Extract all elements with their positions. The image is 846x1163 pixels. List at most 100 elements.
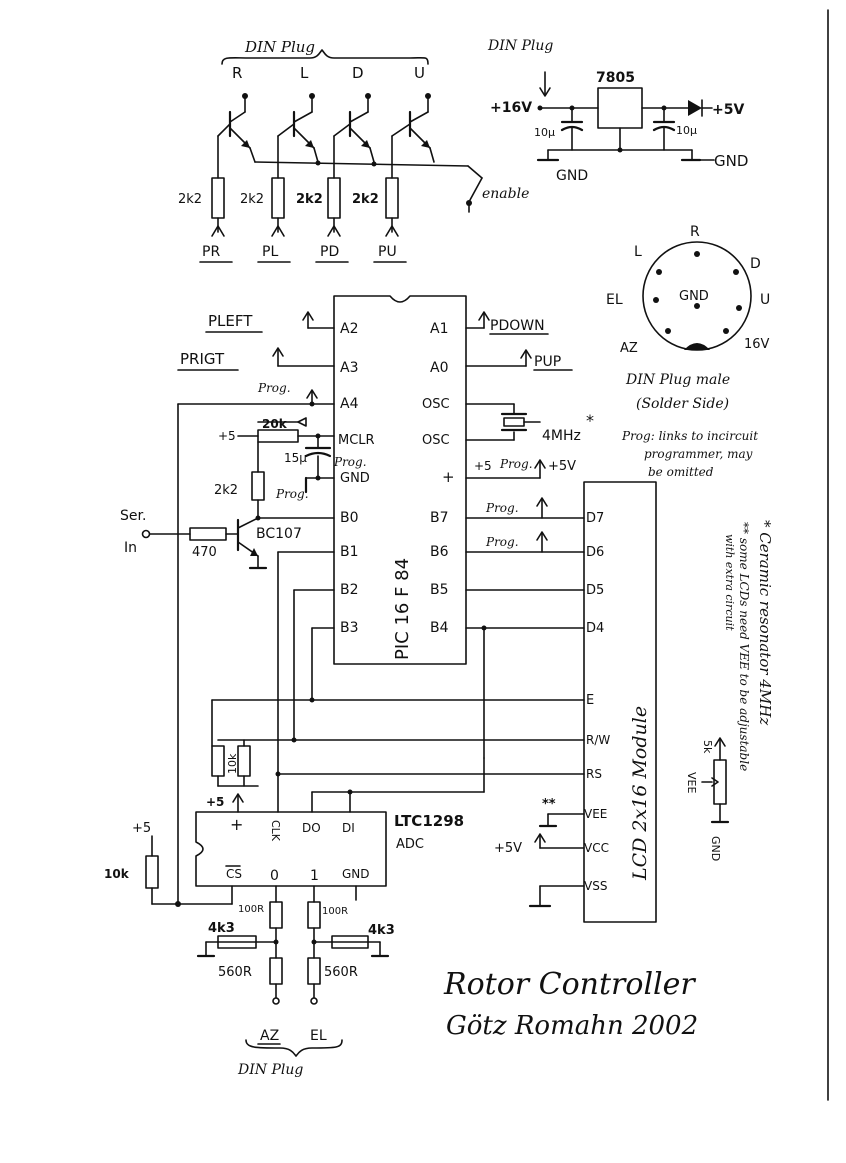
b7-prog-label: Prog. [485, 501, 519, 515]
din-label-16v: 16V [744, 337, 770, 352]
serial-input: Ser. In 470 BC107 [120, 508, 302, 570]
prog-label-pl: PL [262, 244, 278, 260]
base-resistor-l [271, 177, 285, 219]
din-pin-r: R [232, 64, 242, 82]
pic-pin-b3: B3 [340, 620, 359, 636]
pic-pin-b1: B1 [340, 544, 359, 560]
pic-pin-b2: B2 [340, 582, 359, 598]
adc-pin-plus: + [230, 815, 243, 834]
pic-pin-b5: B5 [430, 582, 449, 598]
serial-resistor-label: 470 [192, 545, 217, 560]
din-pin-l: L [300, 64, 309, 82]
pic-pin-a4: A4 [340, 396, 359, 412]
adc-ltc1298: LTC1298 ADC + CLK DO DI CS 0 1 GND +5 +5… [104, 793, 464, 1078]
enable-wire [467, 165, 483, 179]
reset-network: Prog. +5 20k 15µ Prog. Prog. 2k2 [177, 381, 367, 521]
adc-pin-di: DI [342, 821, 355, 835]
din-caption-2: (Solder Side) [636, 396, 729, 412]
crystal-asterisk: * [586, 411, 594, 430]
regulator-label: 7805 [596, 70, 635, 86]
pic-pin-a2: A2 [340, 321, 358, 337]
schematic-title: Rotor Controller [443, 967, 696, 1002]
note-ceramic: * Ceramic resonator 4MHz [756, 520, 774, 725]
pic-pin-mclr: MCLR [338, 433, 375, 448]
vee-label: VEE [685, 772, 698, 793]
output-prigt: PRIGT [180, 350, 225, 368]
output-diode [688, 100, 702, 116]
series-100r-el [307, 901, 321, 929]
divider-4k3-el-label: 4k3 [368, 923, 395, 938]
enable-label: enable [482, 186, 529, 202]
input-terminal-az[interactable] [272, 997, 280, 1005]
lcd-body [583, 481, 657, 923]
adc-pin-gnd: GND [342, 867, 370, 881]
serial-label-2: In [124, 540, 137, 556]
title-block: Rotor Controller Götz Romahn 2002 [443, 967, 698, 1041]
transistor-u [391, 93, 435, 163]
lcd-pin-vss: VSS [584, 879, 607, 893]
emitter-bus [254, 161, 469, 167]
pic-pin-b4: B4 [430, 620, 449, 636]
vcc-supply-label: +5V [494, 841, 522, 856]
series-100r-el-label: 100R [322, 906, 348, 917]
input-caption: DIN Plug [237, 1062, 303, 1078]
cap-out-label: 10µ [676, 124, 697, 137]
pot-10k-a [211, 745, 225, 777]
pic-pin-gnd: GND [340, 471, 370, 486]
prog-label-pu: PU [378, 244, 397, 260]
pullup-10k-label: 10k [104, 867, 130, 881]
b6-prog-label: Prog. [485, 535, 519, 549]
reset-prog-c: Prog. [275, 487, 309, 501]
power-supply: DIN Plug +16V 7805 +5V 10µ 10µ GND [487, 38, 748, 184]
output-pup: PUP [534, 354, 561, 370]
din-connector: R D U 16V AZ EL L GND DIN Plug male (Sol… [606, 224, 770, 479]
cap-in-label: 10µ [534, 126, 555, 139]
bottom-560r-az [269, 957, 283, 985]
reset-prog-b: Prog. [333, 455, 367, 469]
pullup-2k2-label: 2k2 [214, 483, 238, 498]
transistor-l [277, 93, 319, 163]
adc-pin-ch1: 1 [310, 868, 319, 884]
prog-note-2: programmer, may [644, 447, 753, 461]
series-100r-az [269, 901, 283, 929]
base-resistor-l-label: 2k2 [240, 192, 264, 207]
pic-part-label: PIC 16 F 84 [392, 558, 413, 660]
vee-mark: ** [542, 797, 556, 812]
transistor-r [217, 93, 256, 163]
pic-pin-a3: A3 [340, 360, 358, 376]
adc-part-label: LTC1298 [394, 812, 464, 830]
serial-label-1: Ser. [120, 508, 146, 524]
enable-switch[interactable] [469, 177, 483, 201]
lcd-pin-rw: R/W [586, 733, 610, 747]
pullup-supply-label: +5 [132, 821, 151, 836]
pic-pin-osc2: OSC [422, 433, 450, 448]
power-output-label: +5V [712, 102, 744, 118]
adc-pin-ch0: 0 [270, 868, 279, 884]
adc-subtitle: ADC [396, 837, 424, 852]
input-terminal-el[interactable] [310, 997, 318, 1005]
pic-prog-plus: Prog. [499, 457, 533, 471]
serial-input-terminal[interactable] [141, 529, 151, 539]
pic-pin-a1: A1 [430, 321, 448, 337]
power-din-label: DIN Plug [487, 38, 553, 54]
pic-plus5: +5 [474, 459, 492, 473]
din-brace [221, 49, 429, 65]
prog-label-pd: PD [320, 244, 339, 260]
gnd-right-label: GND [714, 152, 748, 170]
power-input-label: +16V [490, 100, 532, 116]
lcd-pin-d5: D5 [586, 583, 604, 598]
lcd-pin-vee: VEE [584, 807, 607, 821]
input-label-az: AZ [260, 1028, 279, 1044]
pic-16f84: A2 A3 A4 MCLR GND B0 B1 B2 B3 A1 A0 OSC … [177, 295, 594, 665]
prog-note-3: be omitted [648, 465, 714, 479]
lcd-pin-vcc: VCC [584, 841, 609, 855]
lcd-module: D7 D6 D5 D4 E R/W RS VEE VCC VSS LCD 2x1… [494, 481, 657, 923]
divider-4k3-az-label: 4k3 [208, 921, 235, 936]
pic-plus5v: +5V [548, 459, 576, 474]
side-notes: * Ceramic resonator 4MHz ** some LCDs ne… [685, 520, 774, 861]
din-key-notch [684, 343, 710, 350]
din-label-r: R [690, 224, 700, 240]
din-label-el: EL [606, 292, 623, 308]
vee-gnd-label: GND [709, 836, 722, 861]
